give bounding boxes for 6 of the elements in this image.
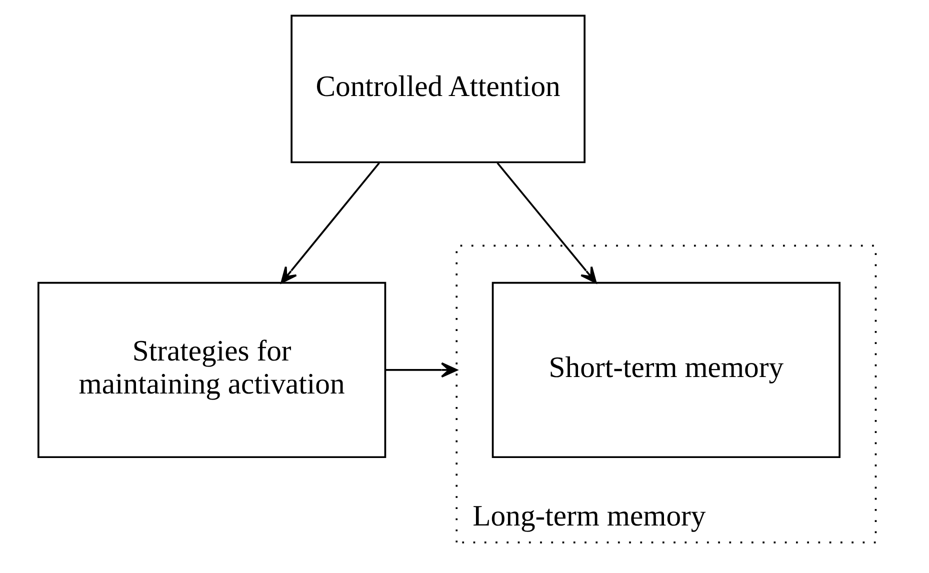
arrow bbox=[280, 162, 380, 284]
arrow bbox=[496, 162, 597, 284]
node-box: Short-term memory bbox=[492, 282, 840, 458]
node-box: Controlled Attention bbox=[290, 14, 586, 164]
arrow bbox=[386, 362, 458, 378]
node-box: Strategies for maintaining activation bbox=[38, 282, 386, 458]
